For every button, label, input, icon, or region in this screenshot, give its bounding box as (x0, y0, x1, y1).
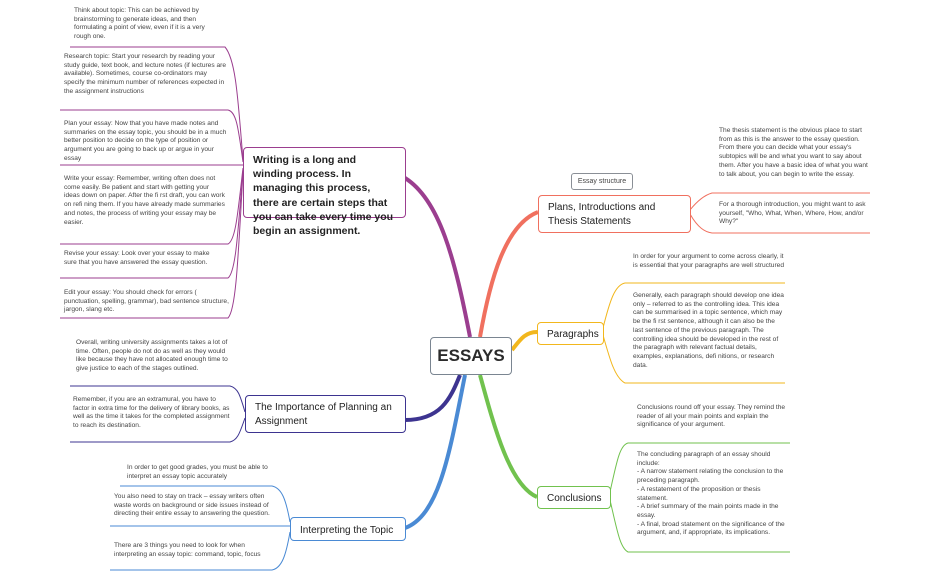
planning-connectors (70, 374, 462, 443)
conclusions-note-line-2 (609, 499, 790, 553)
writing-note-plan: Plan your essay: Now that you have made … (64, 120, 227, 162)
paragraphs-node[interactable]: Paragraphs (537, 322, 604, 345)
writing-note-line-4 (60, 167, 244, 245)
interpreting-note-line-3 (110, 531, 291, 571)
conclusions-note-round-off: Conclusions round off your essay. They r… (637, 404, 786, 429)
central-topic[interactable]: ESSAYS (430, 337, 512, 375)
planning-note-extramural: Remember, if you are an extramural, you … (73, 396, 230, 430)
writing-note-think: Think about topic: This can be achieved … (74, 7, 205, 41)
plans-node[interactable]: Plans, Introductions and Thesis Statemen… (538, 195, 691, 233)
paragraphs-branch-line (510, 330, 538, 352)
writing-note-research: Research topic: Start your research by r… (64, 53, 227, 95)
conclusions-branch-line (478, 374, 538, 499)
planning-note-line-2 (70, 417, 246, 443)
conclusions-note-concluding: The concluding paragraph of an essay sho… (637, 451, 785, 537)
planning-note-line-1 (70, 385, 246, 413)
paragraphs-note-develop: Generally, each paragraph should develop… (633, 292, 784, 369)
writing-note-line-5 (60, 169, 244, 279)
writing-note-line-1 (70, 46, 244, 161)
paragraphs-connectors (510, 282, 785, 384)
plans-branch-line (478, 210, 539, 338)
planning-node[interactable]: The Importance of Planning an Assignment (245, 395, 406, 433)
conclusions-note-line-1 (609, 442, 790, 493)
interpreting-branch-line (404, 374, 467, 530)
planning-note-overall: Overall, writing university assignments … (76, 339, 228, 373)
interpreting-node[interactable]: Interpreting the Topic (290, 517, 406, 541)
writing-note-edit: Edit your essay: You should check for er… (64, 289, 229, 314)
writing-note-line-6 (60, 171, 244, 319)
conclusions-connectors (478, 374, 790, 553)
paragraphs-note-line-1 (602, 282, 785, 329)
plans-note-introduction: For a thorough introduction, you might w… (719, 201, 866, 226)
paragraphs-note-line-2 (602, 334, 785, 384)
interpreting-note-grades: In order to get good grades, you must be… (127, 464, 268, 480)
plans-note-thesis: The thesis statement is the obvious plac… (719, 127, 868, 178)
essay-structure-tag[interactable]: Essay structure (571, 173, 633, 190)
conclusions-node[interactable]: Conclusions (537, 486, 611, 509)
planning-branch-line (404, 374, 462, 422)
paragraphs-note-structure: In order for your argument to come acros… (633, 253, 784, 269)
interpreting-connectors (110, 374, 467, 571)
interpreting-note-line-1 (120, 485, 291, 523)
writing-note-write: Write your essay: Remember, writing ofte… (64, 175, 225, 226)
writing-branch-line (403, 176, 472, 338)
writing-note-line-2 (60, 109, 244, 163)
interpreting-note-three: There are 3 things you need to look for … (114, 542, 261, 558)
writing-note-revise: Revise your essay: Look over your essay … (64, 250, 210, 266)
plans-note-line-2 (689, 213, 870, 234)
plans-note-line-1 (689, 192, 870, 211)
writing-node[interactable]: Writing is a long and winding process. I… (243, 147, 406, 237)
interpreting-note-track: You also need to stay on track – essay w… (114, 493, 270, 518)
plans-connectors (478, 192, 870, 338)
writing-connectors (60, 46, 472, 338)
